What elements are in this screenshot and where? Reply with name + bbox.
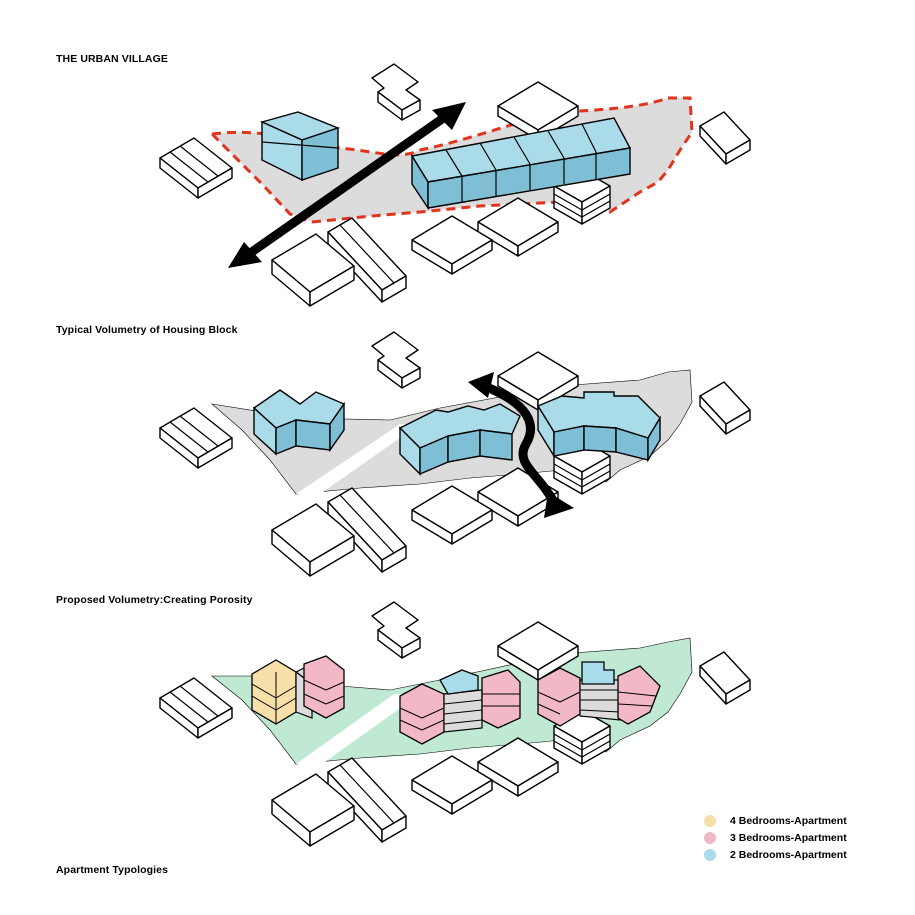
caption-apartment-typologies: Apartment Typologies: [56, 864, 169, 876]
legend-label: 3 Bedrooms-Apartment: [730, 831, 847, 844]
diagram-urban-village: [159, 63, 751, 307]
diagram-typical-volumetry: [159, 331, 751, 577]
legend-label: 4 Bedrooms-Apartment: [730, 814, 847, 827]
housing-block-long: [410, 117, 632, 211]
housing-block-middle: [398, 403, 521, 476]
legend-swatch-3-bedrooms: [704, 831, 716, 844]
legend-item-3-bedrooms: 3 Bedrooms-Apartment: [704, 829, 847, 846]
diagram-apartment-typologies: [159, 601, 751, 847]
caption-urban-village: THE URBAN VILLAGE: [56, 53, 168, 65]
apartment-cluster-left: [251, 655, 345, 725]
legend-label: 2 Bedrooms-Apartment: [730, 848, 847, 861]
legend: 4 Bedrooms-Apartment 3 Bedrooms-Apartmen…: [704, 812, 847, 863]
apartment-cluster-right: [537, 661, 661, 727]
housing-block-right: [536, 391, 661, 463]
housing-block-left: [259, 111, 341, 182]
legend-swatch-4-bedrooms: [704, 814, 716, 827]
caption-proposed-volumetry: Proposed Volumetry:Creating Porosity: [56, 594, 253, 606]
caption-typical-volumetry: Typical Volumetry of Housing Block: [56, 324, 238, 336]
legend-item-2-bedrooms: 2 Bedrooms-Apartment: [704, 846, 847, 863]
movement-arrow-curved: [468, 372, 574, 518]
movement-arrow-diagonal: [228, 102, 466, 268]
legend-item-4-bedrooms: 4 Bedrooms-Apartment: [704, 812, 847, 829]
legend-swatch-2-bedrooms: [704, 848, 716, 861]
apartment-cluster-middle: [399, 669, 521, 745]
housing-block-left: [252, 389, 346, 456]
